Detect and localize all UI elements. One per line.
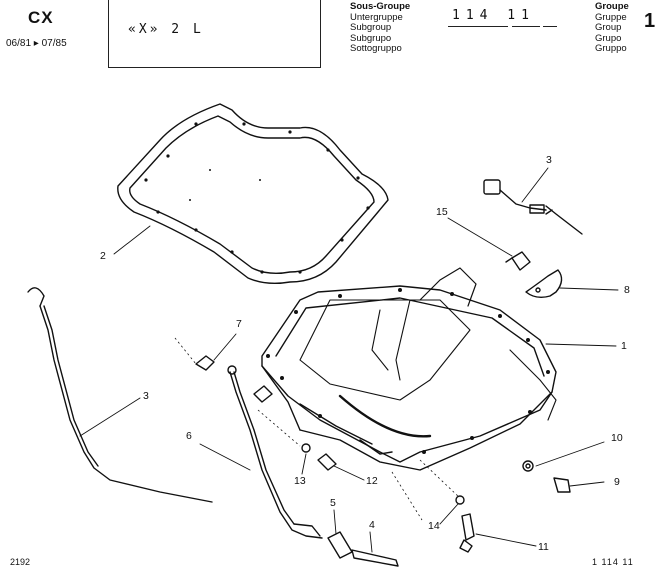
callout-11: 11 [538, 541, 549, 553]
group-label-de: Gruppe [595, 11, 627, 23]
callout-1: 1 [621, 340, 627, 352]
production-dates: 06/81 ▸ 07/85 [6, 38, 67, 49]
callout-10: 10 [611, 432, 623, 444]
footer-drawing-code: 2192 [10, 557, 31, 567]
header-divider-2 [320, 0, 321, 68]
group-number: 1 [644, 10, 656, 32]
part-2-sump-gasket [117, 103, 389, 285]
group-label-it: Gruppo [595, 43, 627, 54]
callout-3-sensor: 3 [546, 154, 552, 166]
subgroup-code-underline [448, 26, 508, 27]
subgroup-code: 114 11 [452, 8, 535, 23]
part-14-washer [455, 495, 465, 505]
part-7-clip [195, 355, 273, 403]
callout-7: 7 [236, 318, 242, 330]
group-label-en: Group [595, 22, 622, 33]
part-3-dipstick [27, 287, 213, 503]
part-15-pressure-switch [505, 251, 531, 271]
part-13-washer [301, 443, 311, 453]
footer-page-reference: 1 114 11 [592, 557, 634, 567]
subgroup-label-de: Untergruppe [350, 11, 403, 23]
part-11-bolt [459, 513, 475, 553]
subgroup-label-es: Subgrupo [350, 32, 392, 44]
callout-15: 15 [436, 206, 448, 218]
callout-14: 14 [428, 520, 440, 532]
group-label-es: Grupo [595, 32, 622, 44]
part-4-seal [351, 549, 399, 567]
subgroup-code-underline-3 [543, 26, 557, 27]
callout-5: 5 [330, 497, 336, 509]
callout-2: 2 [100, 250, 106, 262]
callout-12: 12 [366, 475, 378, 487]
callout-6: 6 [186, 430, 192, 442]
part-6-dipstick-tube [227, 365, 323, 539]
model-name: CX [28, 8, 54, 27]
subgroup-label-it: Sottogruppo [350, 43, 402, 54]
callout-4: 4 [369, 519, 375, 531]
callout-8: 8 [624, 284, 630, 296]
group-label-fr: Groupe [595, 1, 629, 12]
header-bottom-line [108, 67, 321, 68]
callout-3-dipstick: 3 [143, 390, 149, 402]
part-8-bracket [525, 269, 563, 299]
subgroup-code-underline-2 [512, 26, 540, 27]
callout-13: 13 [294, 475, 306, 487]
part-12-drain-plug [317, 453, 337, 471]
part-1-oil-sump [261, 267, 557, 471]
part-5-tube-fitting [327, 531, 353, 559]
part-9-drain-plug [553, 477, 571, 493]
header-divider-1 [108, 0, 109, 68]
subgroup-label-en: Subgroup [350, 22, 392, 33]
part-10-washer [522, 460, 534, 472]
group-labels: Groupe Gruppe Group Grupo Gruppo [595, 1, 629, 55]
subgroup-label-fr: Sous-Groupe [350, 1, 411, 12]
engine-variant: «X» 2 L [128, 22, 204, 37]
callout-9: 9 [614, 476, 620, 488]
subgroup-labels: Sous-Groupe Untergruppe Subgroup Subgrup… [350, 1, 411, 55]
part-3-oil-level-sensor [483, 179, 583, 235]
